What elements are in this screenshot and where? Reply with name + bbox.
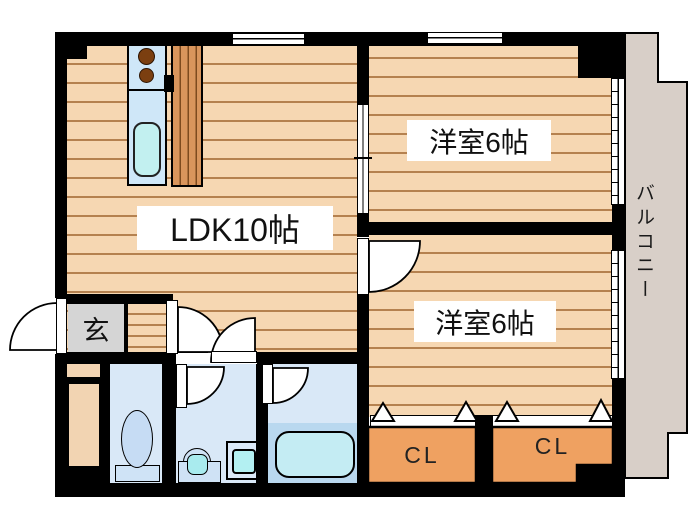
hallway-floor xyxy=(128,304,166,352)
closet-right-label-text: CL xyxy=(534,432,571,459)
entrance-area: 玄 xyxy=(68,304,124,352)
wall xyxy=(357,235,369,497)
door-opening xyxy=(176,353,210,364)
wall xyxy=(62,466,110,488)
wall xyxy=(476,415,492,483)
wall xyxy=(67,377,101,382)
closet-left-label-text: CL xyxy=(404,441,440,468)
bedroom-bottom-label: 洋室6帖 xyxy=(414,301,556,342)
entrance-door-leaf xyxy=(56,298,67,354)
wall xyxy=(67,46,87,59)
ldk-label: LDK10帖 xyxy=(137,206,333,250)
ldk-label-text: LDK10帖 xyxy=(170,212,300,248)
kitchen-counter-strip xyxy=(171,44,203,187)
bathtub-icon xyxy=(275,431,355,478)
washing-machine-icon xyxy=(232,449,256,474)
sliding-door xyxy=(357,104,369,214)
wall xyxy=(55,32,625,46)
balcony-window xyxy=(611,250,625,379)
bedroom-top-label: 洋室6帖 xyxy=(407,120,551,161)
washbasin-icon xyxy=(187,454,208,475)
bedroom-door-leaf xyxy=(357,238,369,295)
toilet-icon xyxy=(121,410,153,468)
sliding-door-handle xyxy=(354,157,372,159)
entrance-label: 玄 xyxy=(82,315,110,346)
closet-left-label: CL xyxy=(368,427,476,483)
closet-right-label: CL xyxy=(492,429,613,463)
bathroom xyxy=(268,363,357,423)
balcony-window xyxy=(611,78,625,205)
bedroom-bottom-label-text: 洋室6帖 xyxy=(435,307,535,339)
window xyxy=(232,33,305,45)
stove-burner-icon xyxy=(139,68,154,83)
toilet-door-leaf xyxy=(176,364,187,408)
hall-door-leaf xyxy=(166,300,178,354)
wall xyxy=(55,483,625,497)
shoe-cabinet xyxy=(67,382,101,468)
wall xyxy=(100,352,110,497)
bedroom-top-label-text: 洋室6帖 xyxy=(429,126,529,158)
closet-door-track xyxy=(370,415,476,427)
bathroom-door-leaf xyxy=(262,364,273,404)
wall xyxy=(164,75,174,92)
kitchen-sink-icon xyxy=(133,122,161,177)
wall xyxy=(55,32,67,497)
wall xyxy=(62,294,173,304)
window xyxy=(427,32,503,44)
wall xyxy=(577,463,625,485)
stove-burner-icon xyxy=(138,48,155,65)
wall xyxy=(578,32,624,78)
entrance-door-arc xyxy=(9,302,58,351)
wall xyxy=(369,222,612,235)
balcony-label-text: バルコニー xyxy=(633,183,654,303)
closet-door-track xyxy=(492,415,613,427)
door-leaf xyxy=(211,351,257,363)
wall xyxy=(357,32,369,105)
wall xyxy=(162,352,176,497)
wall xyxy=(124,304,128,352)
balcony-label: バルコニー xyxy=(630,183,657,328)
wall xyxy=(357,213,369,237)
